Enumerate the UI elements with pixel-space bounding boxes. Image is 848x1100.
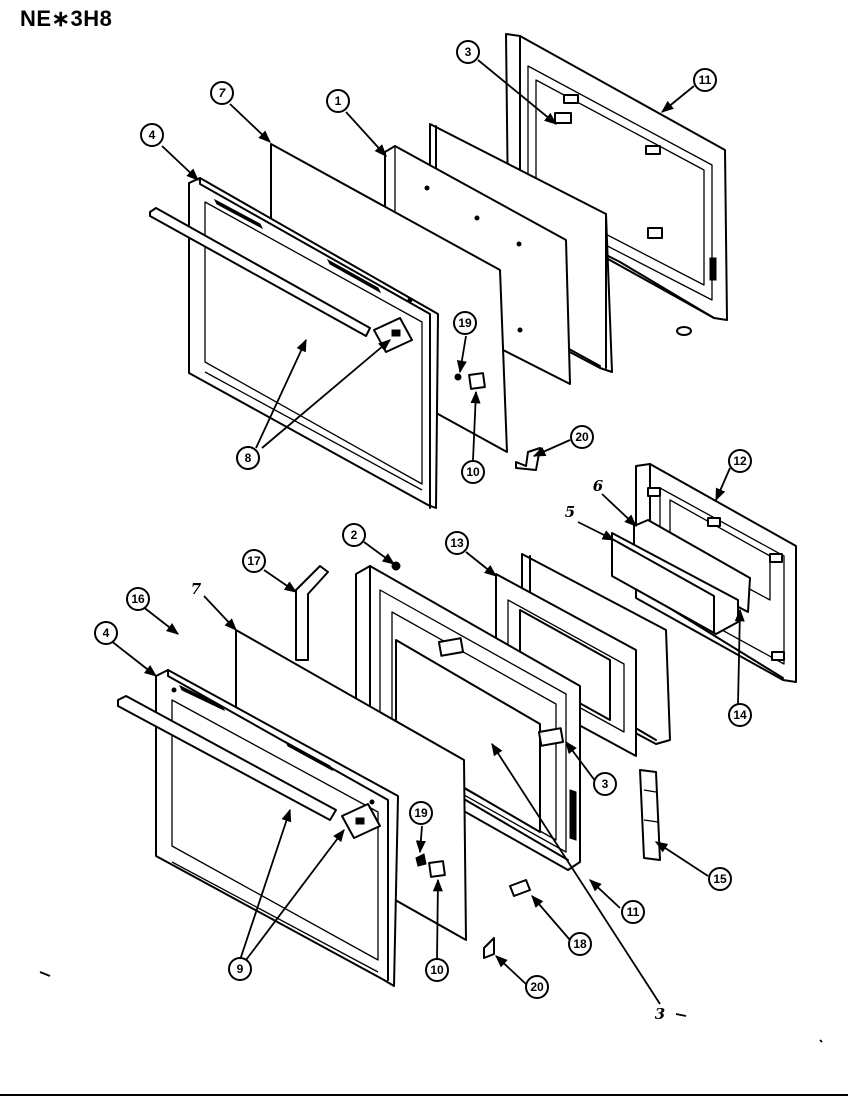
- callout-4-upper: 4: [140, 123, 164, 147]
- callout-19-upper: 19: [453, 311, 477, 335]
- svg-text:9: 9: [237, 962, 244, 976]
- svg-text:12: 12: [733, 454, 747, 468]
- callout-4-lower: 4: [94, 621, 118, 645]
- upper-door-handle: [149, 207, 413, 353]
- callout-6: 6: [593, 477, 604, 495]
- svg-text:10: 10: [466, 465, 480, 479]
- callout-5: 5: [565, 503, 575, 521]
- callout-11-upper: 11: [693, 68, 717, 92]
- lower-glass-5: [611, 532, 739, 635]
- svg-text:20: 20: [530, 980, 544, 994]
- svg-text:15: 15: [713, 872, 727, 886]
- callout-9: 9: [228, 957, 252, 981]
- svg-text:11: 11: [627, 905, 640, 919]
- svg-text:3: 3: [655, 1005, 665, 1023]
- lower-inner-frame-13: [495, 553, 671, 757]
- svg-text:18: 18: [573, 937, 587, 951]
- callout-7-upper: 7: [210, 81, 234, 105]
- callout-2: 2: [342, 523, 366, 547]
- svg-text:6: 6: [593, 477, 604, 495]
- svg-text:4: 4: [103, 626, 110, 640]
- callout-14: 14: [728, 703, 752, 727]
- bottom-rule: [0, 1094, 848, 1096]
- callout-20-lower: 20: [525, 975, 549, 999]
- callout-17: 17: [242, 549, 266, 573]
- callout-1: 1: [326, 89, 350, 113]
- lower-part-18: [509, 879, 531, 897]
- upper-bracket-20: [515, 447, 541, 471]
- lower-small-parts: [415, 853, 495, 959]
- svg-text:13: 13: [450, 536, 464, 550]
- svg-text:5: 5: [565, 503, 575, 521]
- callout-18: 18: [568, 932, 592, 956]
- lower-door-handle: [117, 695, 381, 839]
- svg-text:17: 17: [247, 554, 261, 568]
- callout-15: 15: [708, 867, 732, 891]
- callout-7-lower: 7: [191, 580, 202, 598]
- callout-12: 12: [728, 449, 752, 473]
- svg-text:16: 16: [131, 592, 145, 606]
- svg-text:20: 20: [575, 430, 589, 444]
- svg-text:14: 14: [733, 708, 747, 722]
- callout-10-lower: 10: [425, 958, 449, 982]
- callout-3-lower: 3: [593, 772, 617, 796]
- leader-lines: [109, 59, 745, 1005]
- callout-3-upper: 3: [456, 40, 480, 64]
- svg-text:19: 19: [414, 806, 428, 820]
- stray-mark: [819, 1039, 823, 1043]
- svg-text:4: 4: [149, 128, 156, 142]
- callout-11-lower: 11: [621, 900, 645, 924]
- callout-10-upper: 10: [461, 460, 485, 484]
- callout-8: 8: [236, 446, 260, 470]
- svg-text:3: 3: [602, 777, 609, 791]
- stray-mark: [39, 971, 51, 977]
- callout-13: 13: [445, 531, 469, 555]
- svg-text:2: 2: [351, 528, 358, 542]
- svg-text:19: 19: [458, 316, 472, 330]
- diagram-title: NE∗3H8: [20, 6, 113, 31]
- lower-bracket-17: [295, 565, 329, 661]
- svg-text:8: 8: [245, 451, 252, 465]
- svg-text:3: 3: [465, 45, 472, 59]
- callout-16: 16: [126, 587, 150, 611]
- callout-3-handwritten: 3: [655, 1005, 687, 1023]
- svg-text:11: 11: [699, 73, 712, 87]
- svg-text:1: 1: [335, 94, 342, 108]
- lower-part-15: [639, 769, 661, 861]
- callout-20-upper: 20: [570, 425, 594, 449]
- callout-19-lower: 19: [409, 801, 433, 825]
- svg-text:10: 10: [430, 963, 444, 977]
- svg-text:7: 7: [219, 86, 227, 100]
- svg-text:7: 7: [191, 580, 202, 598]
